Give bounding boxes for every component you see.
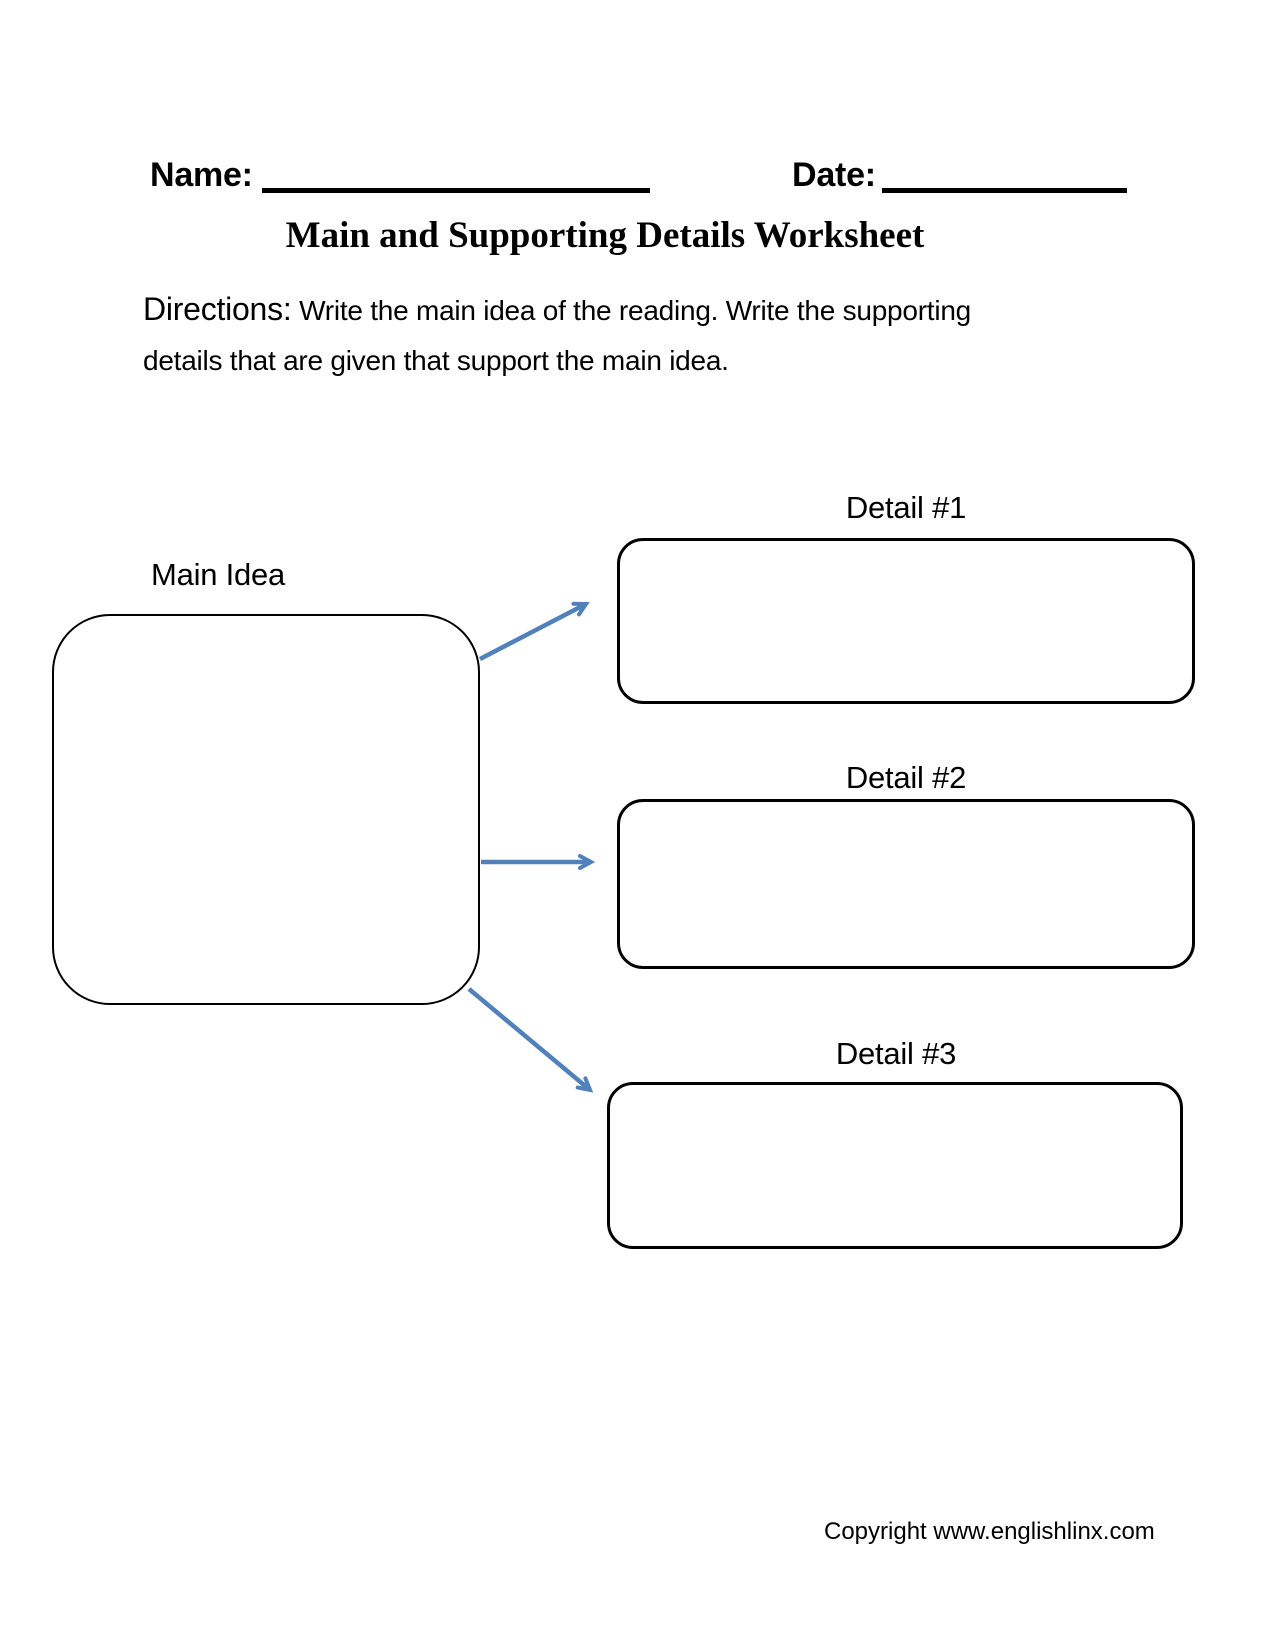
copyright-text: Copyright www.englishlinx.com <box>824 1518 1155 1545</box>
name-blank-line <box>262 188 650 193</box>
directions-line-1: Directions: Write the main idea of the r… <box>143 284 1143 336</box>
date-label: Date: <box>792 156 876 194</box>
directions-text-line-1: Write the main idea of the reading. Writ… <box>299 295 971 326</box>
detail-3-box <box>607 1082 1183 1249</box>
detail-2-label: Detail #2 <box>845 760 967 795</box>
date-blank-line <box>882 188 1127 193</box>
arrow-to-detail-1 <box>478 601 590 661</box>
directions-text-line-2: details that are given that support the … <box>143 345 729 376</box>
detail-2-box <box>617 799 1195 969</box>
detail-1-label: Detail #1 <box>845 490 967 525</box>
directions-block: Directions: Write the main idea of the r… <box>143 284 1143 386</box>
main-idea-label: Main Idea <box>151 557 285 592</box>
detail-3-label: Detail #3 <box>835 1036 957 1071</box>
name-label: Name: <box>150 156 253 194</box>
main-idea-box <box>52 614 480 1005</box>
detail-1-box <box>617 538 1195 704</box>
arrow-to-detail-3 <box>467 987 594 1093</box>
page-title: Main and Supporting Details Worksheet <box>285 215 925 256</box>
directions-label: Directions: <box>143 291 292 327</box>
